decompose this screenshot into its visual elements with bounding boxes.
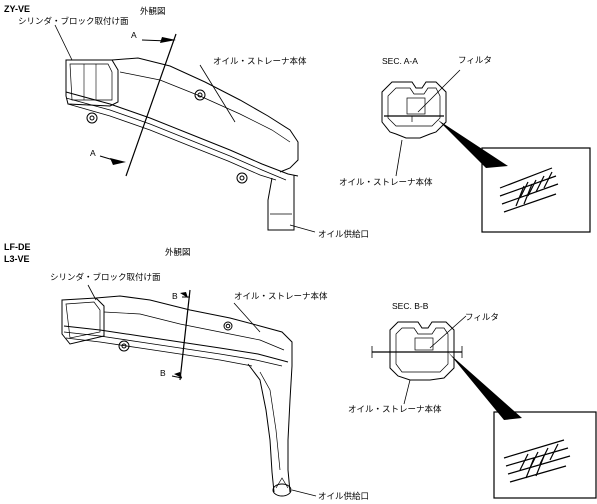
bottom-model-label-2: L3-VE [4, 254, 30, 264]
bottom-section-body-label: オイル・ストレーナ本体 [348, 404, 442, 414]
bottom-strainer-drawing [61, 284, 317, 497]
top-section-mark-upper: A [131, 30, 137, 40]
top-strainer-drawing [54, 24, 316, 233]
top-section-mark-lower: A [90, 148, 96, 158]
top-oil-inlet-label: オイル供給口 [318, 229, 370, 239]
bottom-filter-label: フィルタ [465, 312, 499, 322]
top-filter-label: フィルタ [458, 55, 492, 65]
top-section-body-label: オイル・ストレーナ本体 [339, 177, 433, 187]
top-model-label: ZY-VE [4, 4, 31, 14]
bottom-section-mark-lower: B [160, 368, 166, 378]
bottom-section-drawing [371, 315, 597, 499]
top-section-drawing [381, 69, 591, 233]
bottom-section-mark-upper: B [172, 291, 178, 301]
bottom-model-label-1: LF-DE [4, 242, 31, 252]
bottom-section-title: SEC. B-B [392, 301, 429, 311]
top-cyl-block-face-label: シリンダ・ブロック取付け面 [18, 16, 129, 26]
bottom-cyl-block-face-label: シリンダ・ブロック取付け面 [50, 272, 161, 282]
top-section-title: SEC. A-A [382, 56, 418, 66]
top-strainer-body-label: オイル・ストレーナ本体 [213, 56, 307, 66]
bottom-strainer-body-label: オイル・ストレーナ本体 [234, 291, 328, 301]
bottom-external-view-label: 外観図 [165, 247, 191, 257]
bottom-oil-inlet-label: オイル供給口 [318, 491, 370, 501]
top-external-view-label: 外観図 [140, 6, 166, 16]
